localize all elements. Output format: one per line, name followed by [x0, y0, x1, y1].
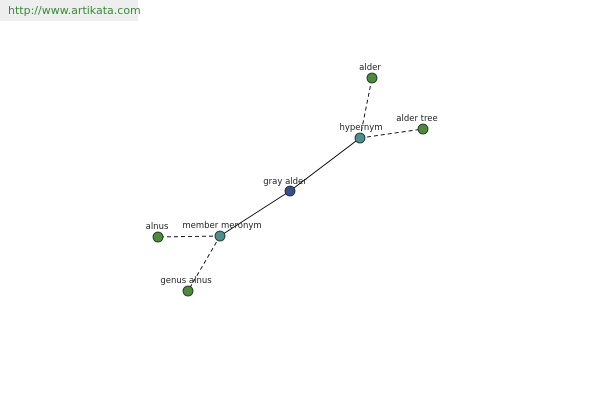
- node-label-hypernym: hypernym: [339, 123, 382, 133]
- node-genus-alnus[interactable]: [182, 285, 194, 297]
- edge-gray-alder-to-hypernym: [289, 137, 361, 192]
- edge-gray-alder-to-member-meronym: [219, 190, 291, 237]
- edge-member-meronym-to-alnus: [157, 235, 221, 238]
- edge-member-meronym-to-genus-alnus: [187, 235, 221, 292]
- node-label-genus-alnus: genus alnus: [160, 276, 212, 286]
- node-hypernym[interactable]: [354, 132, 366, 144]
- node-label-alnus: alnus: [146, 222, 169, 232]
- node-alder[interactable]: [366, 72, 378, 84]
- labels-layer: gray alder hypernym member meronym alder ald…: [146, 63, 438, 286]
- node-alnus[interactable]: [152, 231, 164, 243]
- node-label-member-meronym: member meronym: [182, 221, 261, 231]
- node-label-gray-alder: gray alder: [263, 177, 307, 187]
- edge-hypernym-to-alder: [359, 77, 373, 139]
- source-link[interactable]: http://www.artikata.com: [0, 0, 141, 21]
- edges-layer: [157, 77, 424, 292]
- node-alder-tree[interactable]: [417, 123, 429, 135]
- nodes-layer: [152, 72, 429, 297]
- node-member-meronym[interactable]: [214, 230, 226, 242]
- edge-hypernym-to-alder-tree: [359, 128, 424, 139]
- node-label-alder-tree: alder tree: [396, 114, 438, 124]
- node-label-alder: alder: [359, 63, 381, 73]
- node-gray-alder[interactable]: [284, 185, 296, 197]
